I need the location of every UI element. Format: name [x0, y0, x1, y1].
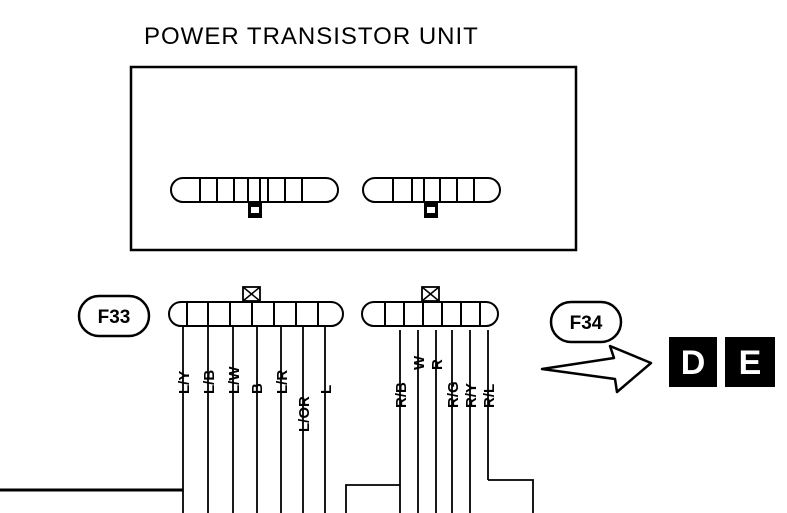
svg-text:W: W: [411, 355, 428, 370]
svg-text:F33: F33: [98, 307, 131, 328]
harness-connector-right: [361, 286, 499, 327]
svg-text:L/R: L/R: [274, 370, 291, 394]
wire-labels-right: R/B W R R/G R/Y R/L: [393, 355, 498, 408]
svg-text:D: D: [681, 344, 706, 382]
harness-connector-left: [168, 286, 344, 327]
unit-housing: [129, 65, 578, 252]
lock-tab-icon: [424, 202, 438, 218]
wire-group-left: [182, 326, 326, 513]
destination-block-e: E: [725, 337, 775, 387]
svg-text:B: B: [249, 383, 266, 394]
connector-ref-left: F33: [77, 294, 151, 338]
svg-text:L/W: L/W: [226, 366, 243, 394]
connector-ref-right: F34: [549, 300, 623, 344]
destination-block-d: D: [669, 337, 717, 387]
svg-text:E: E: [739, 344, 762, 382]
lock-tab-icon: [248, 202, 262, 218]
svg-text:L/B: L/B: [201, 370, 218, 394]
wire-labels-left: L/Y L/B L/W B L/R L/OR L: [176, 366, 335, 432]
svg-text:R/Y: R/Y: [463, 383, 480, 408]
svg-text:L/OR: L/OR: [296, 396, 313, 432]
unit-title: POWER TRANSISTOR UNIT: [144, 23, 479, 50]
svg-text:L: L: [318, 385, 335, 394]
unit-connector-left: [170, 177, 339, 203]
svg-text:R/L: R/L: [481, 384, 498, 408]
arrow-right-icon: [540, 344, 653, 394]
svg-text:R: R: [429, 359, 446, 370]
svg-text:F34: F34: [570, 313, 603, 334]
svg-text:L/Y: L/Y: [176, 371, 193, 394]
svg-text:R/B: R/B: [393, 382, 410, 408]
unit-connector-right: [362, 177, 501, 203]
svg-text:R/G: R/G: [445, 381, 462, 408]
wire-group-right: [345, 330, 534, 513]
